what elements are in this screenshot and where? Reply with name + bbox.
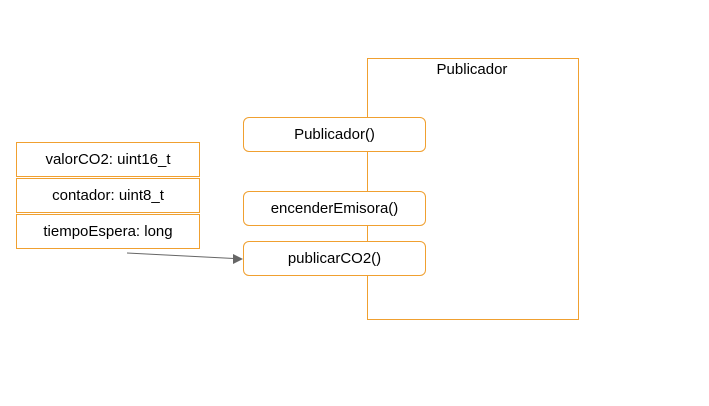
attribute-label: contador: uint8_t [52,187,164,204]
connector-line [126,252,235,259]
method-box-publicador-constructor[interactable]: Publicador() [243,117,426,152]
class-title: Publicador [436,61,508,78]
attribute-label: tiempoEspera: long [43,223,173,240]
attribute-box-tiempo-espera[interactable]: tiempoEspera: long [16,214,200,249]
class-frame-publicador [367,58,579,320]
method-box-encender-emisora[interactable]: encenderEmisora() [243,191,426,226]
attribute-box-contador[interactable]: contador: uint8_t [16,178,200,213]
arrowhead-icon [233,254,243,264]
method-label: encenderEmisora() [270,200,399,217]
method-label: publicarCO2() [287,250,382,267]
method-label: Publicador() [294,126,375,143]
attribute-box-valor-co2[interactable]: valorCO2: uint16_t [16,142,200,177]
attribute-label: valorCO2: uint16_t [45,151,171,168]
method-box-publicar-co2[interactable]: publicarCO2() [243,241,426,276]
